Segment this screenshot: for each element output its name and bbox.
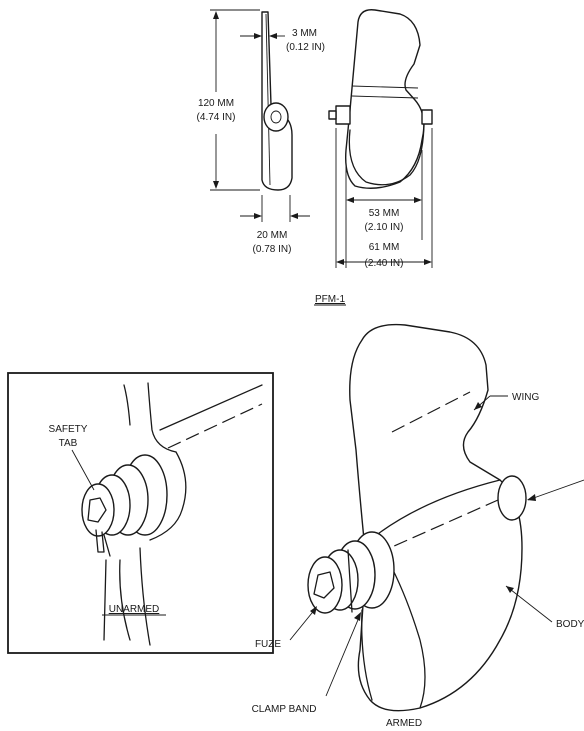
front-view: 53 MM (2.10 IN) 61 MM (2.40 IN) bbox=[328, 9, 433, 269]
outer-width-mm-label: 61 MM bbox=[369, 242, 400, 253]
inner-width-mm-label: 53 MM bbox=[369, 208, 400, 219]
thickness-in-label: (0.12 IN) bbox=[286, 42, 325, 53]
depth-in-label: (0.78 IN) bbox=[253, 244, 292, 255]
designation-label: PFM-1 bbox=[315, 294, 345, 305]
body-label: BODY bbox=[556, 619, 584, 630]
height-mm-label: 120 MM bbox=[198, 98, 234, 109]
clamp-band-label: CLAMP BAND bbox=[252, 704, 317, 715]
inner-width-in-label: (2.10 IN) bbox=[365, 222, 404, 233]
armed-view: WING BODY FUZE CLAMP BAND ARMED bbox=[252, 323, 584, 729]
inset-fuze bbox=[81, 483, 115, 537]
safety-tab-label-line1: SAFETY bbox=[49, 424, 88, 435]
front-view-wing bbox=[345, 9, 425, 189]
side-view: 120 MM (4.74 IN) 3 MM (0.12 IN) 20 MM (0… bbox=[197, 9, 325, 255]
height-in-label: (4.74 IN) bbox=[197, 112, 236, 123]
outer-width-in-label: (2.40 IN) bbox=[365, 258, 404, 269]
front-view-fuze bbox=[335, 105, 351, 125]
armed-body-cap bbox=[497, 475, 527, 521]
unarmed-caption: UNARMED bbox=[109, 604, 160, 615]
armed-fuze bbox=[307, 556, 343, 614]
thickness-mm-label: 3 MM bbox=[292, 28, 317, 39]
wing-label: WING bbox=[512, 392, 539, 403]
depth-mm-label: 20 MM bbox=[257, 230, 288, 241]
fuze-label: FUZE bbox=[255, 639, 281, 650]
side-view-fuze bbox=[263, 102, 289, 132]
armed-caption: ARMED bbox=[386, 718, 422, 729]
armed-wing bbox=[349, 323, 523, 712]
safety-tab-label-line2: TAB bbox=[59, 438, 78, 449]
unarmed-inset: SAFETY TAB UNARMED bbox=[7, 372, 274, 654]
